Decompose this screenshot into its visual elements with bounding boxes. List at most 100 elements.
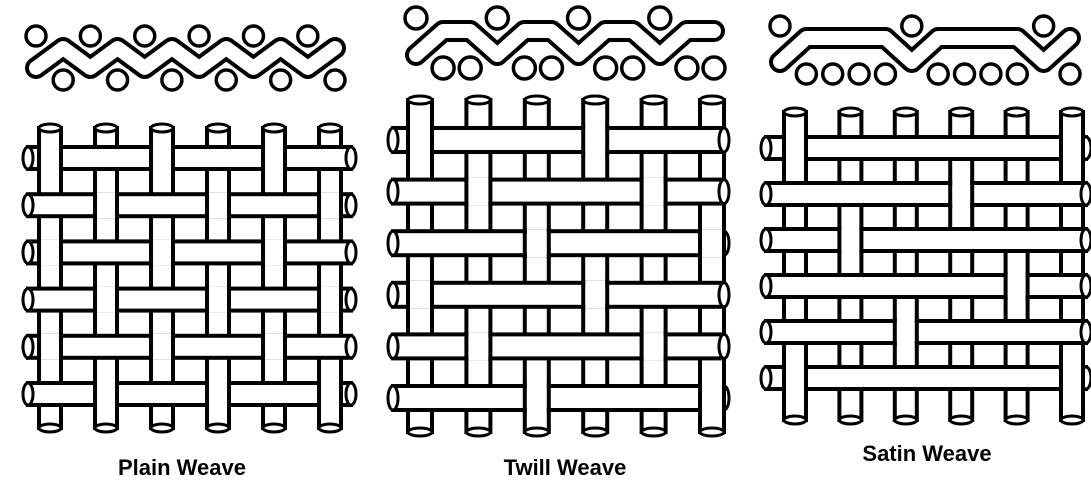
warp-crossover <box>321 192 339 218</box>
warp-end-top <box>319 124 341 132</box>
cross-section-thread <box>80 26 100 46</box>
warp-crossover <box>265 334 283 360</box>
warp-crossover <box>321 381 339 407</box>
weft-thread <box>393 283 724 307</box>
warp-crossover <box>97 381 115 407</box>
weft-end-right <box>1081 183 1091 205</box>
cross-section-thread <box>849 64 869 84</box>
weft-thread <box>28 194 351 216</box>
cross-section-thread <box>595 57 617 79</box>
warp-crossover <box>265 145 283 171</box>
warp-crossover <box>644 332 664 360</box>
warp-end-bottom <box>263 424 285 432</box>
warp-crossover <box>468 332 488 360</box>
warp-end-top <box>700 96 724 104</box>
warp-crossover <box>410 126 430 154</box>
cross-section-thread <box>216 70 236 90</box>
warp-crossover <box>1008 273 1026 299</box>
warp-crossover <box>786 135 804 161</box>
cross-section-thread <box>135 26 155 46</box>
warp-end-bottom <box>95 424 117 432</box>
warp-crossover <box>702 384 722 412</box>
warp-end-top <box>151 124 173 132</box>
warp-crossover <box>209 192 227 218</box>
weft-end-right <box>719 334 729 358</box>
weft-end-left <box>761 183 771 205</box>
cross-section-thread <box>189 26 209 46</box>
warp-end-top <box>583 96 607 104</box>
warp-end-top <box>408 96 432 104</box>
weft-thread <box>766 183 1086 205</box>
warp-crossover <box>209 381 227 407</box>
warp-crossover <box>1063 135 1081 161</box>
cross-section-thread <box>486 7 508 29</box>
weft-end-right <box>346 383 356 405</box>
warp-crossover <box>153 239 171 265</box>
warp-crossover <box>585 281 605 309</box>
warp-end-top <box>525 96 549 104</box>
weft-end-left <box>761 367 771 389</box>
warp-crossover <box>97 192 115 218</box>
weft-end-right <box>719 180 729 204</box>
weft-thread <box>393 231 724 255</box>
cross-section-thread <box>568 7 590 29</box>
warp-crossover <box>527 229 547 257</box>
cross-section-thread <box>955 64 975 84</box>
weft-thread <box>28 289 351 311</box>
warp-crossover <box>41 145 59 171</box>
weft-end-right <box>1081 321 1091 343</box>
weft-end-left <box>761 321 771 343</box>
weft-end-left <box>23 289 33 311</box>
weft-end-right <box>1081 229 1091 251</box>
cross-section-thread <box>325 70 345 90</box>
warp-end-top <box>207 124 229 132</box>
warp-end-bottom <box>895 416 917 424</box>
warp-crossover <box>410 281 430 309</box>
warp-crossover <box>897 319 915 345</box>
cross-section-thread <box>649 7 671 29</box>
weft-end-left <box>761 137 771 159</box>
warp-end-bottom <box>1061 416 1083 424</box>
weft-thread <box>393 386 724 410</box>
warp-crossover <box>41 334 59 360</box>
cross-section-thread <box>1034 16 1054 36</box>
warp-end-bottom <box>642 428 666 436</box>
warp-end-bottom <box>207 424 229 432</box>
warp-crossover <box>786 365 804 391</box>
warp-end-bottom <box>39 424 61 432</box>
cross-section-thread <box>676 57 698 79</box>
weft-end-right <box>346 241 356 263</box>
warp-crossover <box>702 229 722 257</box>
warp-crossover <box>321 287 339 313</box>
cross-section-thread <box>703 57 725 79</box>
cross-section-thread <box>53 70 73 90</box>
twill-weave-label: Twill Weave <box>504 455 627 481</box>
warp-end-bottom <box>700 428 724 436</box>
warp-end-top <box>784 108 806 116</box>
warp-end-bottom <box>408 428 432 436</box>
weft-end-left <box>23 336 33 358</box>
warp-end-top <box>466 96 490 104</box>
warp-crossover <box>644 178 664 206</box>
weft-end-left <box>23 147 33 169</box>
weft-end-left <box>388 283 398 307</box>
weft-thread <box>28 336 351 358</box>
cross-section-thread <box>432 57 454 79</box>
warp-crossover <box>841 227 859 253</box>
cross-section-thread <box>622 57 644 79</box>
warp-end-top <box>950 108 972 116</box>
weft-thread <box>28 383 351 405</box>
cross-section-thread <box>875 64 895 84</box>
cross-section-thread <box>243 26 263 46</box>
weft-end-right <box>346 147 356 169</box>
cross-section-thread <box>298 26 318 46</box>
satin-weave-label: Satin Weave <box>862 441 991 467</box>
warp-crossover <box>468 178 488 206</box>
weft-thread <box>766 137 1086 159</box>
weft-end-left <box>23 241 33 263</box>
warp-end-top <box>1061 108 1083 116</box>
cross-section-thread <box>823 64 843 84</box>
weft-thread <box>766 275 1086 297</box>
cross-section-thread <box>770 16 790 36</box>
weft-end-right <box>1081 275 1091 297</box>
